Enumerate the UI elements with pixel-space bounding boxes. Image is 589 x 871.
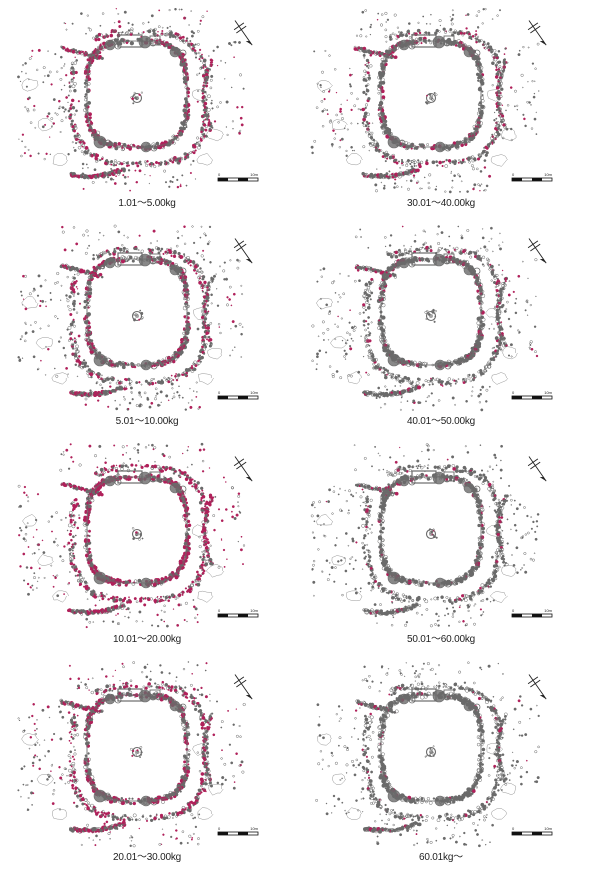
scale-end-label: 10m [250,826,258,831]
scale-bar: 0 10m [217,390,259,400]
north-arrow-icon [233,674,253,700]
scale-bar: 0 10m [217,608,259,618]
scale-start-label: 0 [512,172,515,177]
scale-start-label: 0 [218,172,221,177]
scale-end-label: 10m [544,826,552,831]
scale-bar: 0 10m [511,172,553,182]
scale-bar: 0 10m [511,390,553,400]
panel-caption: 40.01～50.00kg [406,416,475,427]
scale-bar: 0 10m [217,826,259,836]
stone-distribution [310,443,540,628]
site-plan-map: 0 10m [310,443,553,628]
scale-end-label: 10m [250,608,258,613]
panel-caption: 10.01～20.00kg [112,634,181,645]
map-panel-p7: 0 10m 20.01～30.00kg [0,654,294,871]
site-plan-map: 0 10m [17,661,259,848]
site-plan-map: 0 10m [17,442,259,629]
panel-caption: 20.01～30.00kg [112,852,181,863]
stone-distribution [315,661,540,848]
scale-bar: 0 10m [217,172,259,182]
stone-distribution [17,224,244,411]
panel-caption: 1.01～5.00kg [118,198,176,209]
map-panel-p6: 0 10m 50.01～60.00kg [294,436,588,653]
site-plan-map: 0 10m [310,7,553,194]
site-plan-map: 0 10m [17,224,259,411]
scale-start-label: 0 [218,826,221,831]
scale-end-label: 10m [544,172,552,177]
stone-distribution [17,661,246,848]
stone-distribution [17,7,245,192]
north-arrow-icon [527,238,547,264]
panel-caption: 60.01kg～ [419,852,463,863]
north-arrow-icon [527,674,547,700]
stone-distribution [310,7,540,194]
site-plan-map: 0 10m [315,661,553,848]
site-plan-map: 0 10m [17,7,259,192]
map-panel-p5: 0 10m 10.01～20.00kg [0,436,294,653]
site-plan-map: 0 10m [311,225,553,412]
map-panel-p1: 0 10m 1.01～5.00kg [0,0,294,217]
north-arrow-icon [233,20,253,46]
scale-bar: 0 10m [511,608,553,618]
north-arrow-icon [527,20,547,46]
north-arrow-icon [233,456,253,482]
scale-bar: 0 10m [511,826,553,836]
scale-end-label: 10m [544,608,552,613]
scale-start-label: 0 [512,826,515,831]
stone-distribution [17,442,246,629]
scale-start-label: 0 [218,390,221,395]
panel-caption: 30.01～40.00kg [406,198,475,209]
scale-end-label: 10m [544,390,552,395]
map-panel-p8: 0 10m 60.01kg～ [294,654,588,871]
north-arrow-icon [527,456,547,482]
scale-end-label: 10m [250,390,258,395]
map-panel-p2: 0 10m 30.01～40.00kg [294,0,588,217]
scale-end-label: 10m [250,172,258,177]
map-panel-p3: 0 10m 5.01～10.00kg [0,218,294,435]
panel-caption: 5.01～10.00kg [115,416,179,427]
scale-start-label: 0 [218,608,221,613]
panel-caption: 50.01～60.00kg [406,634,475,645]
stone-distribution [311,225,539,412]
scale-start-label: 0 [512,608,515,613]
scale-start-label: 0 [512,390,515,395]
north-arrow-icon [233,238,253,264]
map-panel-p4: 0 10m 40.01～50.00kg [294,218,588,435]
